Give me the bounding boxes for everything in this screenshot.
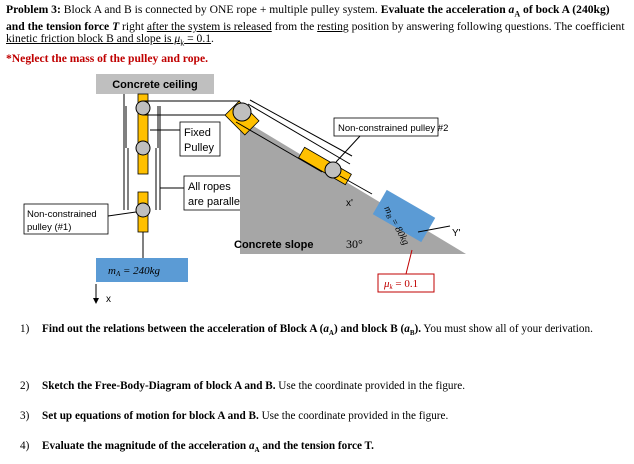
svg-text:are parallel: are parallel [188, 196, 242, 208]
block-b [372, 189, 436, 243]
fixed-pulley-mid [135, 140, 151, 156]
nc-pulley2 [324, 161, 342, 179]
question-3: 3)Set up equations of motion for block A… [20, 410, 449, 422]
friction-label: μk = 0.1 [383, 278, 418, 291]
question-1: 1)Find out the relations between the acc… [20, 323, 593, 338]
nc-pulley1 [135, 202, 151, 218]
slope-top-pulley [232, 102, 252, 122]
svg-text:x': x' [346, 198, 353, 209]
svg-text:pulley (#1): pulley (#1) [27, 222, 71, 233]
svg-text:Non-constrained: Non-constrained [27, 209, 97, 220]
ropes-vertical [123, 94, 161, 258]
block-a-label: mA = 240kg [108, 265, 161, 278]
pulley-figure: Concrete ceiling Fixed Pulley All ropes … [23, 74, 466, 305]
svg-text:x: x [106, 294, 111, 305]
svg-text:Non-constrained pulley #2: Non-constrained pulley #2 [338, 123, 448, 134]
problem-statement: Problem 3: Block A and B is connected by… [6, 3, 625, 48]
slope-label: Concrete slope [234, 239, 313, 251]
problem-note: *Neglect the mass of the pulley and rope… [6, 52, 209, 65]
angle-label: 30° [346, 237, 363, 251]
svg-text:Pulley: Pulley [184, 142, 214, 154]
fixed-pulley-bar [137, 93, 149, 175]
question-4: 4)Evaluate the magnitude of the accelera… [20, 440, 374, 455]
nc-pulley2-box [333, 117, 439, 137]
concrete-slope [240, 118, 466, 254]
nc-pulley1-box [23, 203, 109, 235]
svg-text:Y': Y' [452, 228, 461, 239]
fixed-pulley-top [135, 100, 151, 116]
question-2: 2)Sketch the Free-Body-Diagram of block … [20, 380, 466, 392]
problem-heading: Problem 3: [6, 3, 61, 16]
concrete-ceiling [96, 74, 214, 94]
block-a [96, 258, 188, 282]
fixed-pulley-box [179, 121, 221, 157]
svg-text:All ropes: All ropes [188, 181, 231, 193]
ceiling-label: Concrete ceiling [112, 79, 198, 91]
svg-text:Fixed: Fixed [184, 127, 211, 139]
